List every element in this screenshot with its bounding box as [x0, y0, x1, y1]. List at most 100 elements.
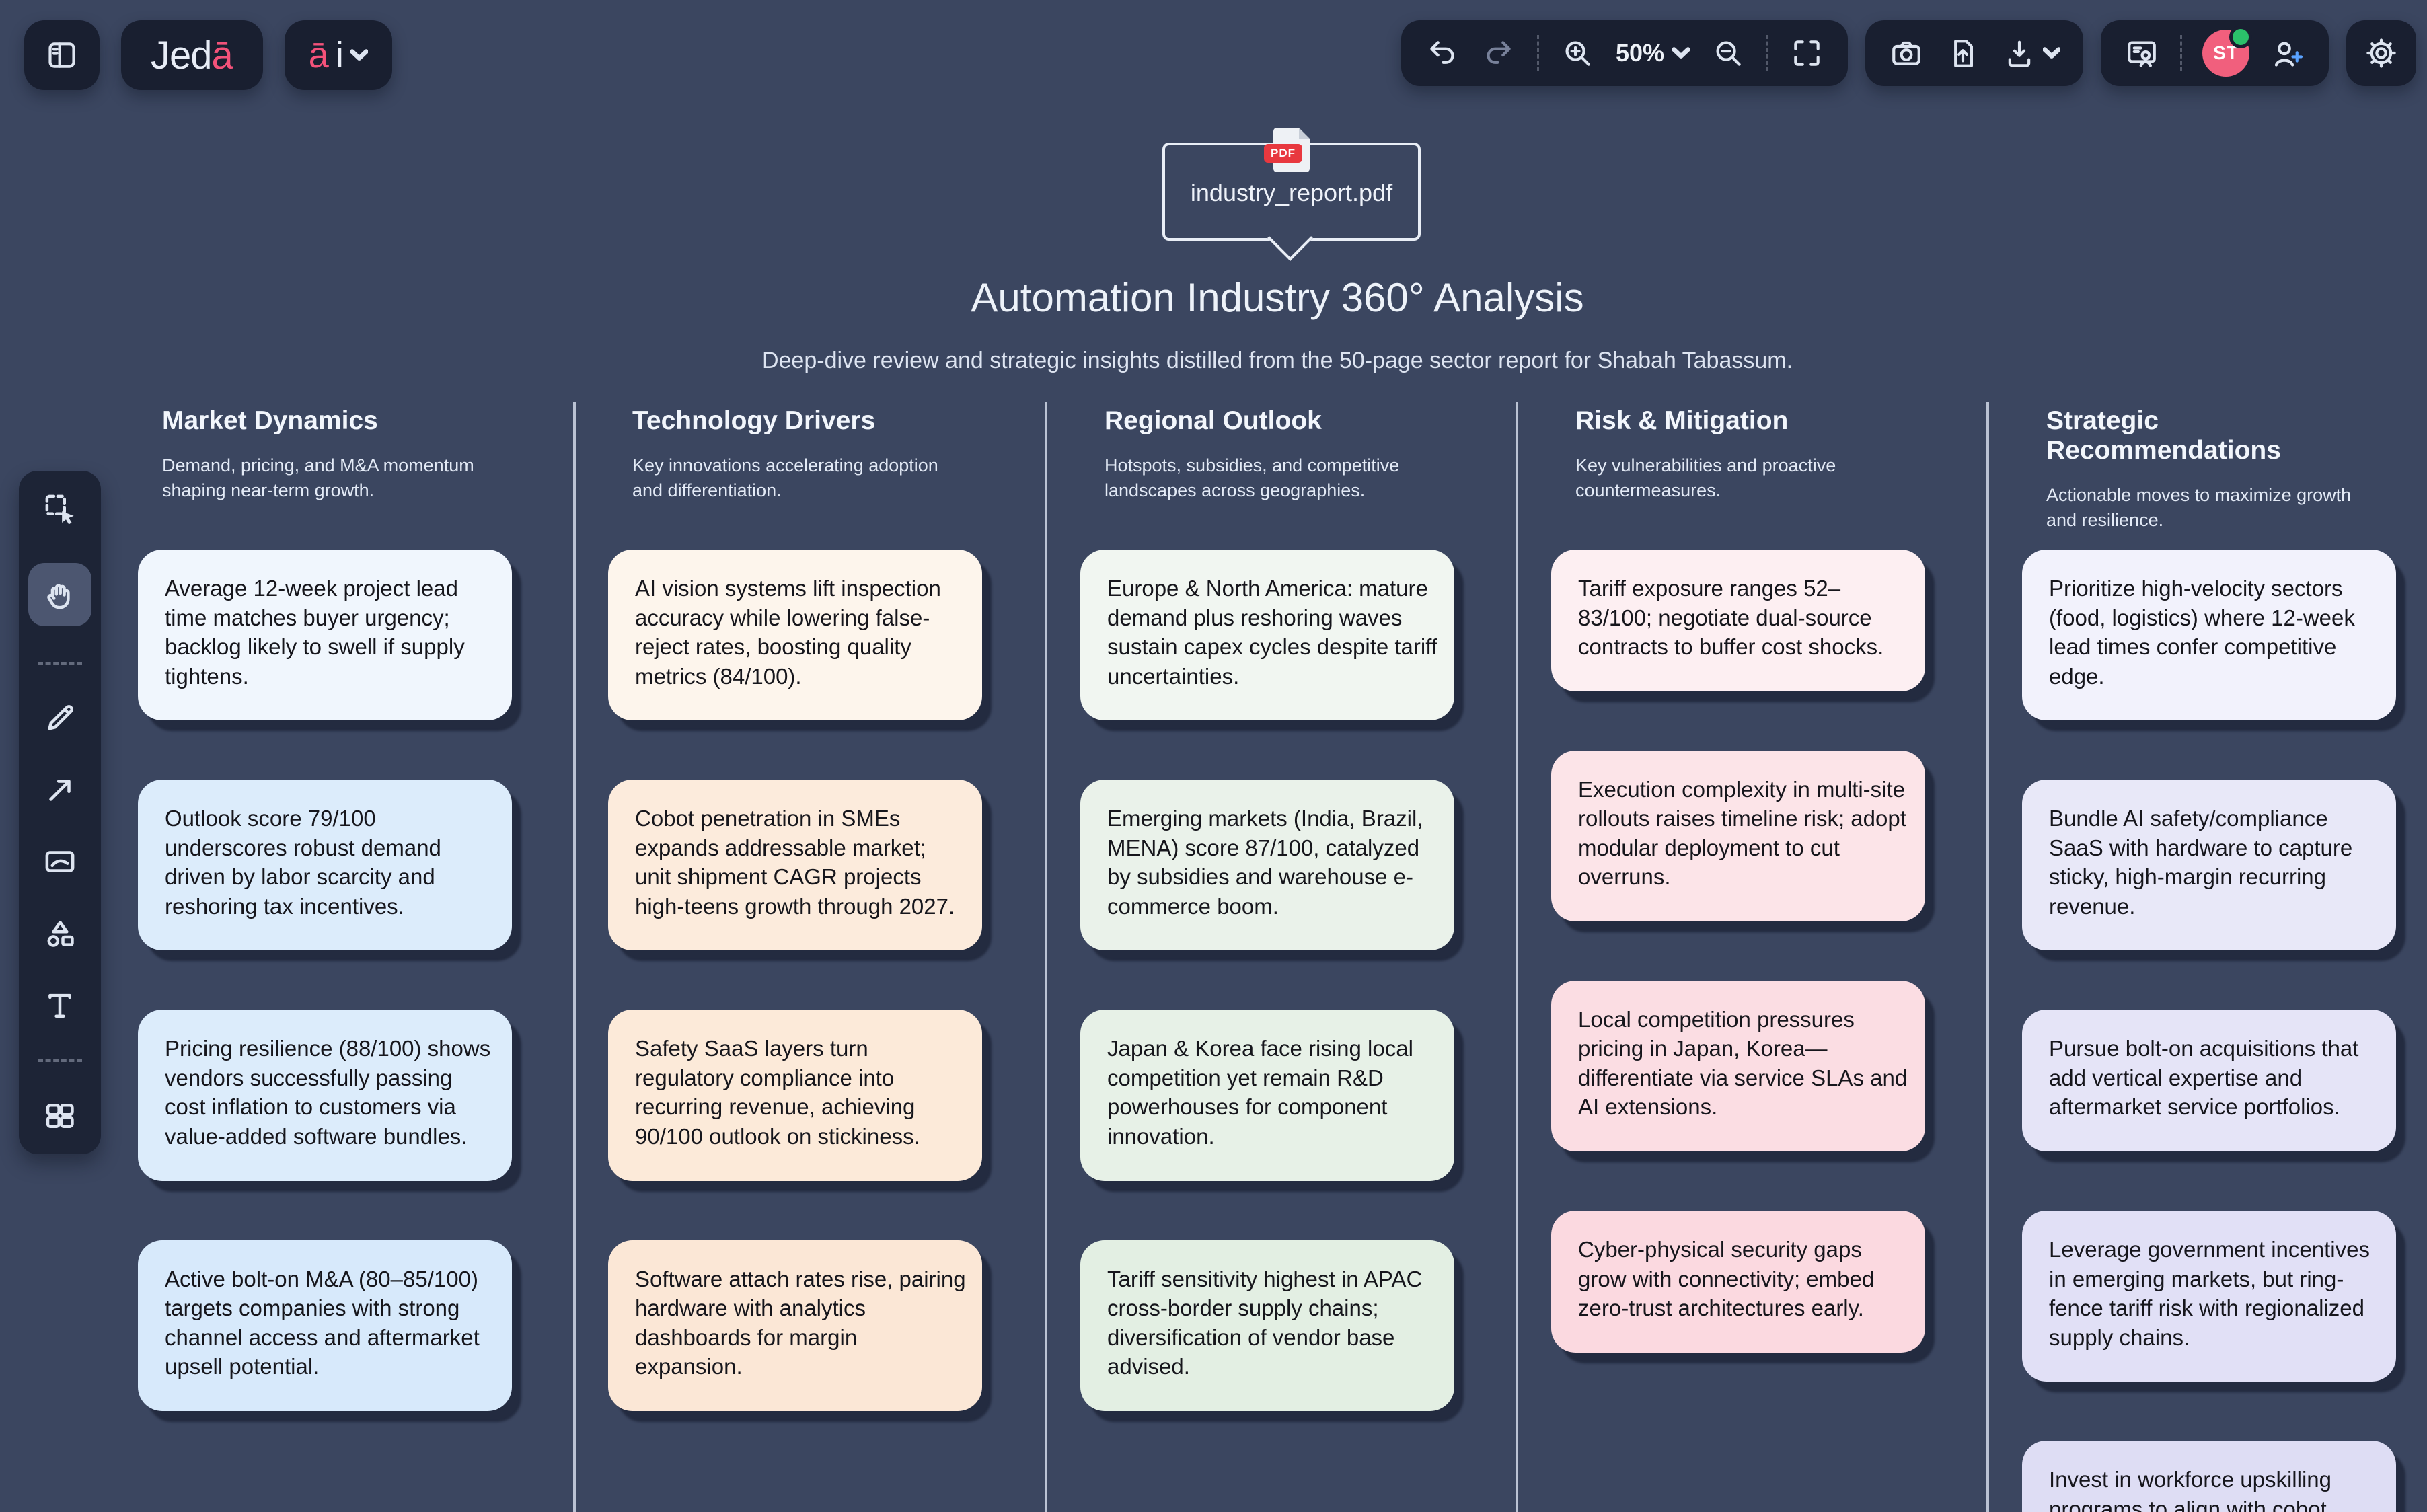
column-notes: AI vision systems lift inspection accura…	[608, 550, 982, 1470]
sticky-note-text: Safety SaaS layers turn regulatory compl…	[635, 1036, 920, 1149]
column-description[interactable]: Actionable moves to maximize growth and …	[2046, 485, 2352, 531]
sticky-note[interactable]: Tariff exposure ranges 52–83/100; negoti…	[1551, 550, 1925, 691]
sticky-note-text: Active bolt-on M&A (80–85/100) targets c…	[165, 1266, 480, 1379]
board-subtitle[interactable]: Deep-dive review and strategic insights …	[761, 348, 1793, 373]
column-divider	[1986, 402, 1989, 1512]
column-title[interactable]: Strategic Recommendations	[2046, 406, 2281, 465]
board-title[interactable]: Automation Industry 360° Analysis	[971, 275, 1584, 320]
zoom-level-value: 50%	[1615, 39, 1664, 67]
hand-tool[interactable]	[28, 562, 91, 626]
tool-rail	[19, 471, 101, 1154]
sticky-note[interactable]: Pursue bolt-on acquisitions that add ver…	[2022, 1010, 2396, 1152]
download-menu-button[interactable]	[2001, 35, 2060, 71]
column-title[interactable]: Market Dynamics	[162, 406, 378, 435]
column-divider	[1045, 402, 1047, 1512]
settings-pill	[2346, 20, 2416, 86]
text-tool[interactable]	[42, 987, 78, 1024]
logo-text-accent: ā	[211, 33, 233, 77]
column: Technology Drivers Key innovations accel…	[608, 406, 982, 1411]
pencil-tool[interactable]	[42, 700, 78, 736]
upload-file-button[interactable]	[1945, 35, 1981, 71]
sticky-note-text: Japan & Korea face rising local competit…	[1107, 1036, 1413, 1149]
column-description[interactable]: Demand, pricing, and M&A momentum shapin…	[162, 455, 474, 501]
sticky-note-text: Invest in workforce upskilling programs …	[2049, 1467, 2332, 1512]
sticky-note-text: Pursue bolt-on acquisitions that add ver…	[2049, 1036, 2359, 1120]
sticky-note-text: Outlook score 79/100 underscores robust …	[165, 806, 441, 919]
gear-icon[interactable]	[2363, 35, 2399, 71]
column-description[interactable]: Key vulnerabilities and proactive counte…	[1575, 455, 1836, 501]
file-name: industry_report.pdf	[1190, 179, 1393, 206]
sidebar-toggle-icon	[44, 37, 80, 73]
sticky-note[interactable]: Bundle AI safety/compliance SaaS with ha…	[2022, 780, 2396, 951]
ai-label-accent: ā	[308, 35, 329, 75]
pdf-badge: PDF	[1264, 144, 1302, 163]
capture-export-pill	[1865, 20, 2083, 86]
image-tool[interactable]	[42, 843, 78, 880]
chevron-down-icon	[350, 49, 368, 61]
board-heading: Automation Industry 360° Analysis Deep-d…	[128, 274, 2427, 374]
sticky-note[interactable]: Europe & North America: mature demand pl…	[1080, 550, 1454, 721]
avatar[interactable]: ST	[2202, 26, 2252, 77]
sticky-note[interactable]: AI vision systems lift inspection accura…	[608, 550, 982, 721]
rail-divider	[38, 661, 82, 665]
sticky-note[interactable]: Software attach rates rise, pairing hard…	[608, 1240, 982, 1411]
sticky-note[interactable]: Emerging markets (India, Brazil, MENA) s…	[1080, 780, 1454, 951]
column-notes: Tariff exposure ranges 52–83/100; negoti…	[1551, 550, 1925, 1412]
shapes-tool[interactable]	[42, 915, 78, 952]
sticky-note-text: Prioritize high-velocity sectors (food, …	[2049, 576, 2355, 689]
column: Market Dynamics Demand, pricing, and M&A…	[138, 406, 512, 1411]
sticky-note[interactable]: Cobot penetration in SMEs expands addres…	[608, 780, 982, 951]
toolbar-divider	[1536, 35, 1539, 71]
select-tool[interactable]	[42, 491, 78, 527]
sticky-note-text: Europe & North America: mature demand pl…	[1107, 576, 1437, 689]
sticky-note[interactable]: Leverage government incentives in emergi…	[2022, 1211, 2396, 1382]
zoom-level-control[interactable]: 50%	[1616, 39, 1690, 67]
sticky-note-text: Leverage government incentives in emergi…	[2049, 1237, 2370, 1350]
top-right-toolbar: 50%	[1401, 20, 2416, 86]
zoom-in-button[interactable]	[1559, 35, 1596, 71]
sticky-note-text: Local competition pressures pricing in J…	[1578, 1006, 1908, 1120]
undo-button[interactable]	[1424, 35, 1460, 71]
column-description[interactable]: Hotspots, subsidies, and competitive lan…	[1105, 455, 1400, 501]
column-description[interactable]: Key innovations accelerating adoption an…	[632, 455, 938, 501]
sticky-note[interactable]: Safety SaaS layers turn regulatory compl…	[608, 1010, 982, 1181]
sticky-note[interactable]: Execution complexity in multi-site rollo…	[1551, 750, 1925, 921]
column-divider	[1516, 402, 1518, 1512]
redo-button[interactable]	[1481, 35, 1517, 71]
source-file-card[interactable]: PDF industry_report.pdf	[1162, 128, 1421, 261]
templates-tool[interactable]	[42, 1098, 78, 1134]
zoom-out-button[interactable]	[1710, 35, 1746, 71]
callout-pointer	[1267, 215, 1313, 261]
present-share-button[interactable]	[2124, 35, 2160, 71]
sticky-note-text: Cyber-physical security gaps grow with c…	[1578, 1237, 1875, 1321]
sticky-note[interactable]: Average 12-week project lead time matche…	[138, 550, 512, 721]
column-title[interactable]: Technology Drivers	[632, 406, 876, 435]
arrow-tool[interactable]	[42, 772, 78, 808]
sticky-note[interactable]: Tariff sensitivity highest in APAC cross…	[1080, 1240, 1454, 1411]
sticky-note[interactable]: Pricing resilience (88/100) shows vendor…	[138, 1010, 512, 1181]
column-divider	[573, 402, 576, 1512]
sticky-note-text: Average 12-week project lead time matche…	[165, 576, 465, 689]
sticky-note[interactable]: Japan & Korea face rising local competit…	[1080, 1010, 1454, 1181]
sticky-note[interactable]: Outlook score 79/100 underscores robust …	[138, 780, 512, 951]
sidebar-toggle-button[interactable]	[24, 20, 100, 90]
sticky-note-text: Tariff sensitivity highest in APAC cross…	[1107, 1266, 1423, 1379]
column-notes: Europe & North America: mature demand pl…	[1080, 550, 1454, 1470]
add-person-button[interactable]	[2270, 35, 2306, 71]
sticky-note[interactable]: Local competition pressures pricing in J…	[1551, 980, 1925, 1152]
sticky-note[interactable]: Active bolt-on M&A (80–85/100) targets c…	[138, 1240, 512, 1411]
column-title[interactable]: Regional Outlook	[1105, 406, 1322, 435]
column: Risk & Mitigation Key vulnerabilities an…	[1551, 406, 1925, 1353]
sticky-note[interactable]: Prioritize high-velocity sectors (food, …	[2022, 550, 2396, 721]
sticky-note-text: AI vision systems lift inspection accura…	[635, 576, 941, 689]
camera-button[interactable]	[1888, 35, 1925, 71]
column-title[interactable]: Risk & Mitigation	[1575, 406, 1789, 435]
fullscreen-button[interactable]	[1789, 35, 1825, 71]
sticky-note[interactable]: Cyber-physical security gaps grow with c…	[1551, 1211, 1925, 1353]
sticky-note[interactable]: Invest in workforce upskilling programs …	[2022, 1441, 2396, 1512]
pdf-file-icon: PDF	[1264, 128, 1310, 172]
